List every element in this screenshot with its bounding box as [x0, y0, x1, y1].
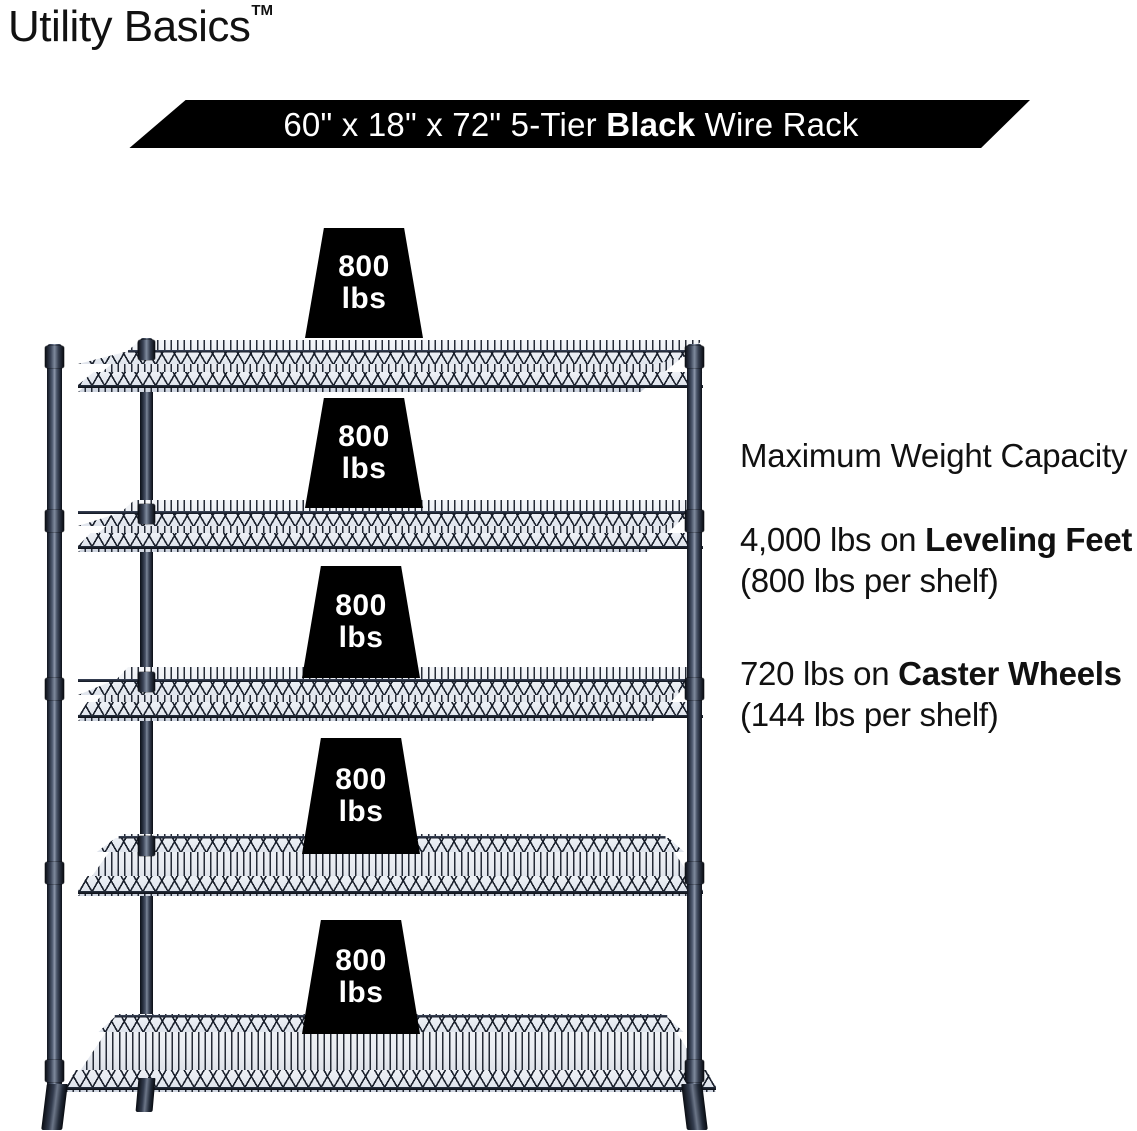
- collar-front-left-4: [45, 862, 64, 884]
- shelf-bottom: [66, 1014, 716, 1092]
- shelf-top: [78, 340, 703, 392]
- shelf-top-truss-front: [78, 372, 703, 385]
- collar-front-right-4: [685, 862, 704, 884]
- weight-badge-shelf-3: 800 lbs: [302, 566, 420, 678]
- wire-rack-illustration: 800 lbs 800 lbs 800 lbs 800 lbs 800 lbs: [30, 228, 750, 1131]
- caster-wheels-bold: Caster Wheels: [898, 655, 1122, 693]
- collar-front-left-2: [45, 510, 64, 532]
- leveling-foot-front-left: [41, 1084, 68, 1130]
- collar-front-right-2: [685, 510, 704, 532]
- weight-badge-value-4: 800: [338, 419, 390, 453]
- collar-rear-left-3: [138, 672, 155, 692]
- brand-name: Utility Basics: [8, 2, 251, 51]
- trademark-symbol: TM: [251, 2, 274, 20]
- shelf-top-truss: [78, 352, 703, 364]
- caster-wheels-lead: 720 lbs on: [740, 655, 899, 693]
- weight-badge-shelf-2: 800 lbs: [302, 738, 420, 854]
- shelf-3-truss: [78, 681, 703, 695]
- shelf-bottom-truss-front: [66, 1070, 716, 1087]
- shelf-4-truss: [78, 513, 703, 526]
- weight-badge-shelf-1: 800 lbs: [302, 920, 420, 1034]
- shelf-4-front-lip: [78, 546, 703, 549]
- weight-badge-unit-2: lbs: [338, 795, 384, 828]
- shelf-2-truss-front: [78, 876, 703, 891]
- leveling-foot-rear-left: [135, 1078, 156, 1112]
- capacity-caster-wheels: 720 lbs on Caster Wheels (144 lbs per sh…: [740, 654, 1137, 736]
- weight-badge-unit-4: lbs: [341, 452, 387, 485]
- weight-badge-unit-5: lbs: [341, 282, 387, 315]
- collar-front-left-3: [45, 678, 64, 700]
- collar-front-right-3: [685, 678, 704, 700]
- collar-rear-left-1: [138, 340, 155, 360]
- capacity-heading: Maximum Weight Capacity: [740, 437, 1128, 474]
- collar-rear-left-4: [138, 836, 155, 856]
- weight-badge-value-1: 800: [335, 943, 387, 977]
- collar-front-right-5: [685, 1060, 704, 1082]
- caster-wheels-tail: (144 lbs per shelf): [740, 695, 999, 733]
- shelf-3-truss-front: [78, 702, 703, 716]
- product-title-banner: [129, 100, 1030, 148]
- collar-front-left-5: [45, 1060, 64, 1082]
- capacity-callouts: Maximum Weight Capacity 4,000 lbs on Lev…: [740, 436, 1137, 736]
- shelf-4-truss-front: [78, 533, 703, 546]
- brand-logo: Utility BasicsTM: [8, 2, 274, 52]
- leveling-feet-tail: (800 lbs per shelf): [740, 562, 999, 600]
- shelf-3-front-lip: [78, 715, 703, 718]
- weight-badge-unit-1: lbs: [338, 976, 384, 1009]
- front-left-post: [47, 344, 62, 1104]
- collar-rear-left-2: [138, 504, 155, 524]
- weight-badge-value-2: 800: [335, 762, 387, 796]
- shelf-3-rear-edge: [78, 679, 703, 682]
- leveling-feet-bold: Leveling Feet: [925, 521, 1133, 559]
- weight-badge-shelf-4: 800 lbs: [305, 398, 423, 508]
- shelf-4-rear-edge: [78, 511, 703, 514]
- shelf-top-rear-edge: [128, 350, 703, 353]
- collar-front-left-1: [45, 346, 64, 368]
- shelf-bottom-front-lip: [66, 1087, 716, 1090]
- shelf-top-front-lip: [78, 385, 703, 388]
- shelf-4: [78, 500, 703, 552]
- leveling-feet-lead: 4,000 lbs on: [740, 521, 926, 559]
- shelf-2-front-lip: [78, 891, 703, 894]
- capacity-leveling-feet: 4,000 lbs on Leveling Feet (800 lbs per …: [740, 520, 1137, 602]
- weight-badge-value-3: 800: [335, 588, 387, 622]
- weight-badge-shelf-5: 800 lbs: [305, 228, 423, 338]
- weight-badge-unit-3: lbs: [338, 621, 384, 654]
- rear-left-post: [140, 338, 153, 1108]
- front-right-post: [687, 344, 702, 1104]
- weight-badge-value-5: 800: [338, 249, 390, 283]
- collar-front-right-1: [685, 346, 704, 368]
